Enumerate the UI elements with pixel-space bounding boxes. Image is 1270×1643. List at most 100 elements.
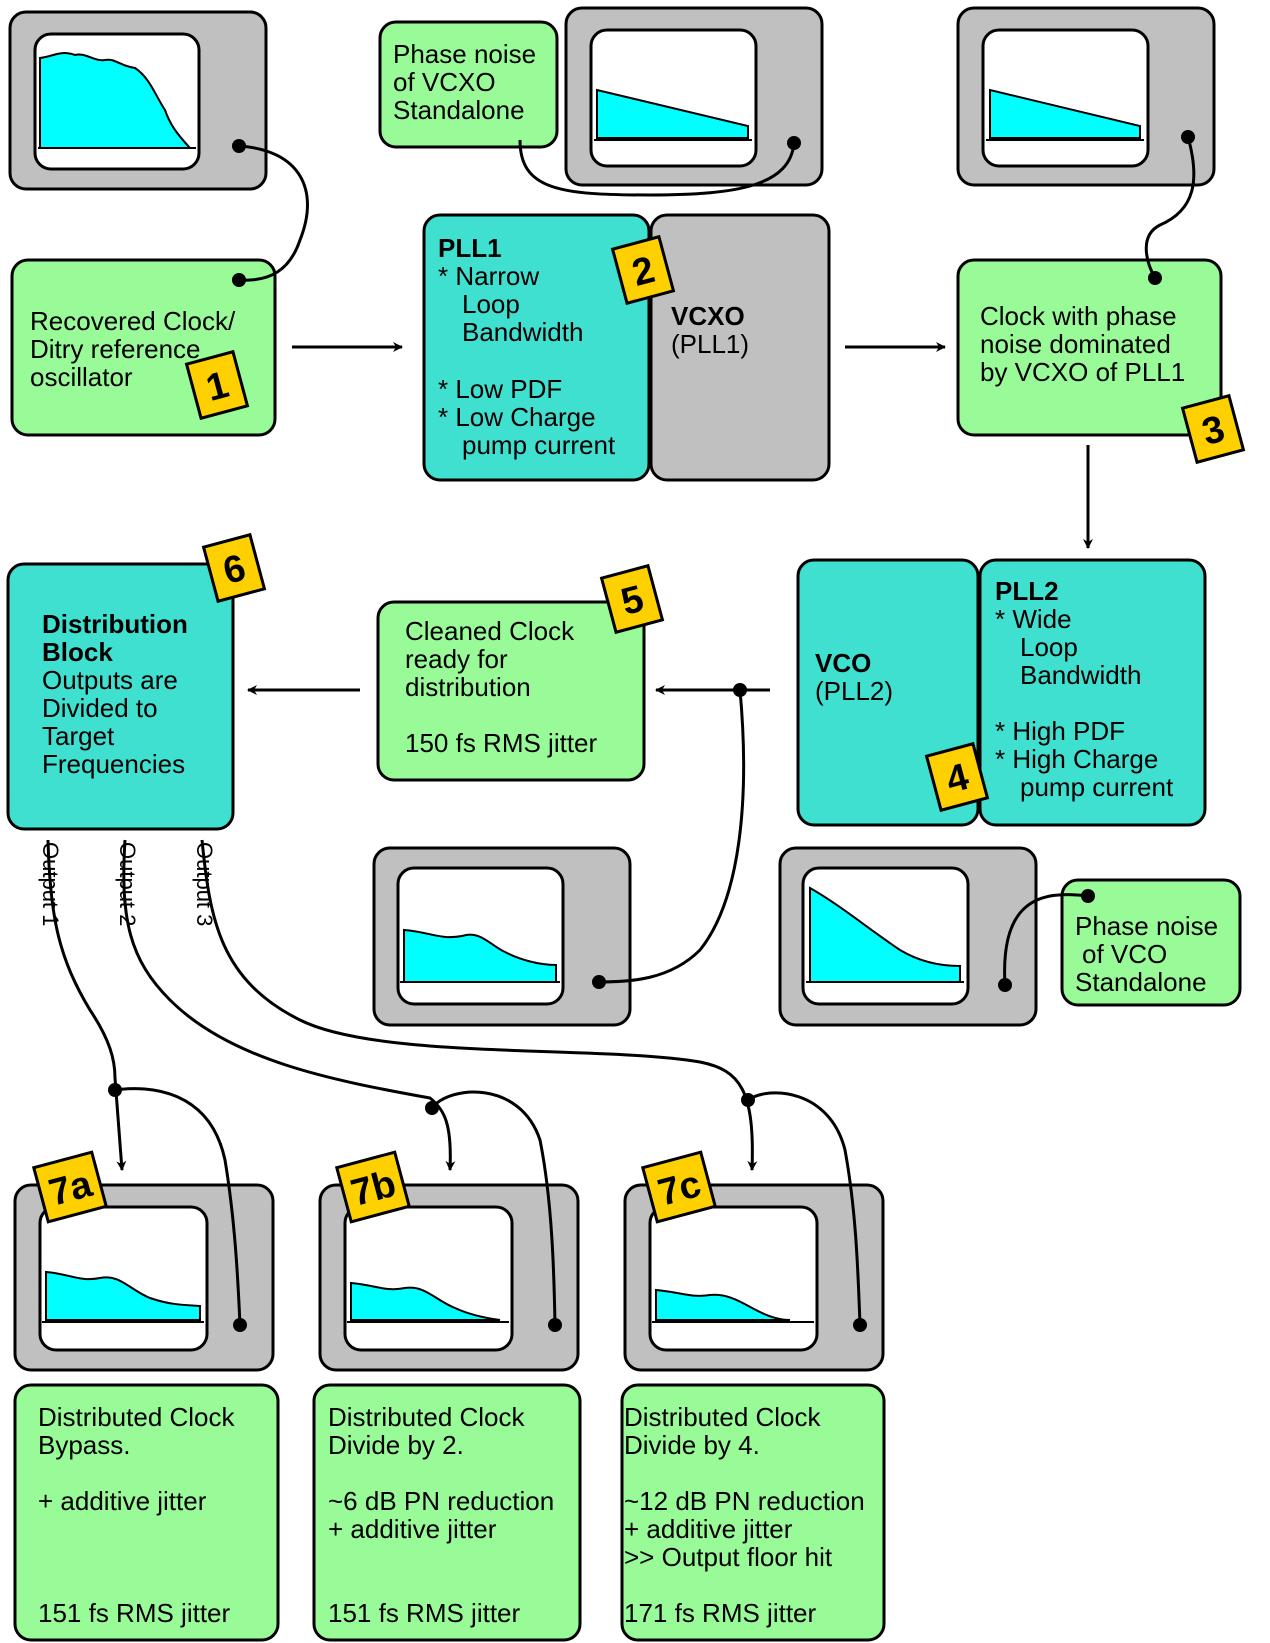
pll2-line-6: pump current [1020,772,1174,802]
monitor-vco [778,846,1038,1027]
out7b-line-5: 151 fs RMS jitter [328,1598,521,1628]
recovered-line-2: Ditry reference [30,334,201,364]
out7c-line-4: + additive jitter [624,1514,793,1544]
spectrum-curve-recovered [39,52,193,149]
badge-2: 2 [610,234,676,306]
pll2-line-4: * High PDF [995,716,1125,746]
out7c-line-2: Divide by 4. [624,1430,760,1460]
vco-title: VCO [815,648,871,678]
tap-wire-7a [114,1087,242,1326]
vco-sub: (PLL2) [815,676,893,706]
vco-note-line-2: of VCO [1082,939,1167,969]
monitor-clock3 [956,6,1216,187]
badge-3: 3 [1180,393,1246,465]
box-pll2: PLL2 * Wide Loop Bandwidth * High PDF * … [978,558,1207,827]
spectrum-curve-7b [350,1281,501,1321]
clock3-line-1: Clock with phase [980,301,1177,331]
box-output-7b: Distributed Clock Divide by 2. ~6 dB PN … [312,1383,582,1642]
badge-1: 1 [184,349,250,421]
monitor-cleaned [372,846,632,1027]
spectrum-curve-7a [45,1270,201,1321]
out7b-line-3: ~6 dB PN reduction [328,1486,554,1516]
out7a-line-3: + additive jitter [38,1486,207,1516]
box-cleaned: Cleaned Clock ready for distribution 150… [376,600,646,782]
box-vcxo-note: Phase noise of VCXO Standalone [378,20,559,149]
distribution-line-2: Divided to [42,693,158,723]
spectrum-curve-7c [655,1288,791,1321]
output-wire-2 [122,839,456,1171]
box-distribution: Distribution Block Outputs are Divided t… [6,562,235,831]
pll1-line-2: Loop [462,289,520,319]
probe-wire-5 [598,689,746,984]
badge-4: 4 [924,741,990,813]
spectrum-curve-cleaned [403,928,557,983]
recovered-line-3: oscillator [30,362,133,392]
badge-5: 5 [599,563,665,635]
monitor-vcxo [564,6,824,187]
out7a-line-4: 151 fs RMS jitter [38,1598,231,1628]
box-output-7a: Distributed Clock Bypass. + additive jit… [13,1383,280,1642]
pll1-line-3: Bandwidth [462,317,583,347]
badge-7b: 7b [334,1150,412,1224]
cleaned-line-3: distribution [405,672,531,702]
monitor-7c [623,1183,885,1372]
vcxo-note-line-3: Standalone [393,95,525,125]
tap-wire-7c [747,1091,862,1326]
distribution-title-2: Block [42,637,113,667]
pll1-line-6: pump current [462,430,616,460]
out7b-line-4: + additive jitter [328,1514,497,1544]
pll2-title: PLL2 [995,576,1059,606]
pll2-line-2: Loop [1020,632,1078,662]
vcxo-note-line-2: of VCXO [393,67,496,97]
clock3-line-2: noise dominated [980,329,1171,359]
pll1-line-1: * Narrow [438,261,539,291]
box-output-7c: Distributed Clock Divide by 4. ~12 dB PN… [620,1383,886,1642]
box-pll1: PLL1 * Narrow Loop Bandwidth * Low PDF *… [422,213,651,482]
box-vco-note: Phase noise of VCO Standalone [1060,878,1242,1007]
output-1-label: Output 1 [38,842,63,926]
spectrum-curve-vcxo [596,88,749,139]
pll1-line-5: * Low Charge [438,402,596,432]
vcxo-note-line-1: Phase noise [393,39,536,69]
probe-wire-3 [1144,136,1196,279]
out7c-line-6: 171 fs RMS jitter [624,1598,817,1628]
out7c-line-1: Distributed Clock [624,1402,822,1432]
badge-6: 6 [201,532,267,604]
distribution-line-3: Target [42,721,115,751]
vco-note-line-3: Standalone [1075,967,1207,997]
spectrum-curve-vco [809,886,961,983]
output-wire-3 [200,839,758,1171]
distribution-line-4: Frequencies [42,749,185,779]
spectrum-curve-clock3 [989,88,1141,139]
cleaned-line-2: ready for [405,644,508,674]
output-3-label: Output 3 [192,842,217,926]
out7b-line-1: Distributed Clock [328,1402,526,1432]
pll2-line-1: * Wide [995,604,1072,634]
out7a-line-1: Distributed Clock [38,1402,236,1432]
monitor-recovered [8,10,268,191]
out7a-line-2: Bypass. [38,1430,131,1460]
out7b-line-2: Divide by 2. [328,1430,464,1460]
badge-7a: 7a [31,1150,109,1224]
probe-wire-1 [238,144,309,282]
tap-wire-7b [430,1090,557,1326]
cleaned-line-1: Cleaned Clock [405,616,575,646]
box-vcxo: VCXO (PLL1) [649,213,831,482]
vcxo-sub: (PLL1) [671,329,749,359]
pll2-line-5: * High Charge [995,744,1158,774]
recovered-line-1: Recovered Clock/ [30,306,236,336]
pll1-line-4: * Low PDF [438,374,562,404]
clock3-line-3: by VCXO of PLL1 [980,357,1185,387]
badge-7c: 7c [640,1150,718,1224]
monitor-7b [318,1183,580,1372]
monitor-7a [13,1183,275,1372]
vco-note-line-1: Phase noise [1075,911,1218,941]
output-wire-1 [46,839,127,1171]
pll2-line-3: Bandwidth [1020,660,1141,690]
out7c-line-3: ~12 dB PN reduction [624,1486,865,1516]
probe-wire-2 [518,139,796,197]
box-clock3: Clock with phase noise dominated by VCXO… [956,258,1223,437]
distribution-line-1: Outputs are [42,665,178,695]
output-2-label: Output 2 [115,842,140,926]
